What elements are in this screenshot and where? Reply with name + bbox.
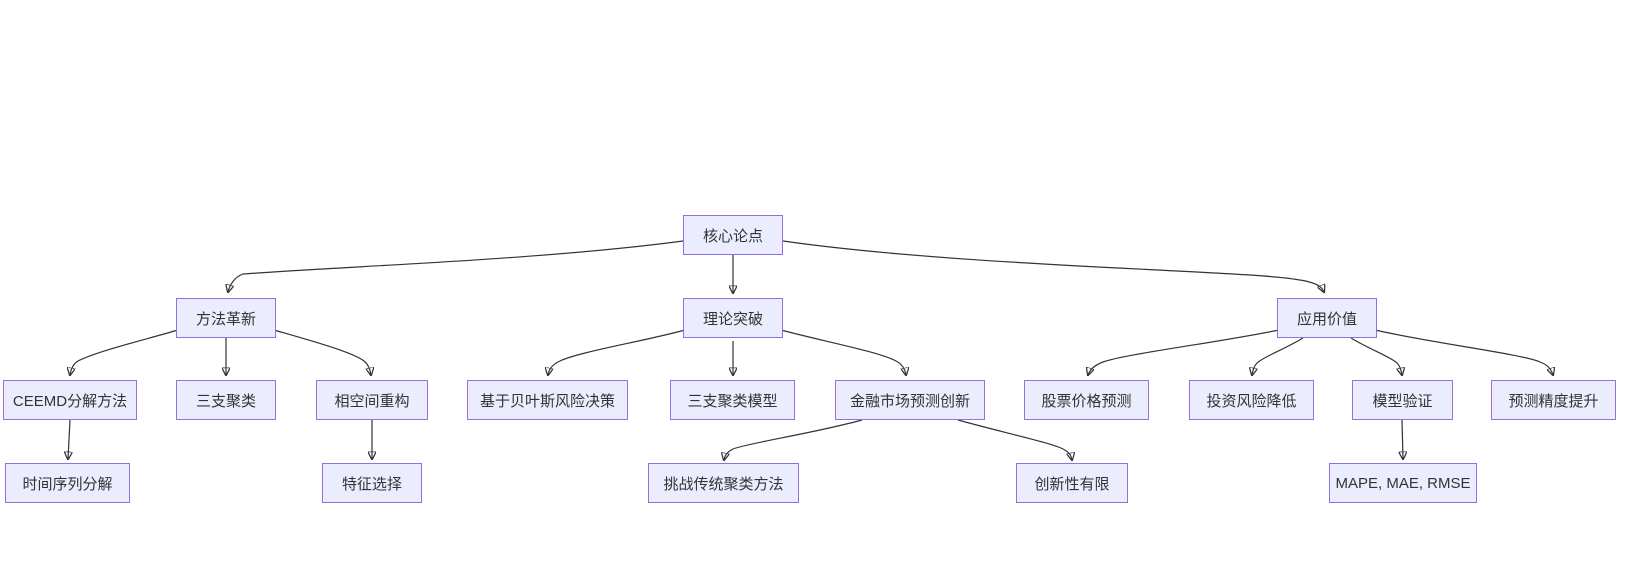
node-prediction-accuracy-improvement: 预测精度提升 bbox=[1491, 380, 1616, 420]
node-feature-selection: 特征选择 bbox=[322, 463, 422, 503]
edge-method-to-phasespace bbox=[273, 329, 371, 375]
node-evaluation-metrics: MAPE, MAE, RMSE bbox=[1329, 463, 1477, 503]
node-phase-space-reconstruction: 相空间重构 bbox=[316, 380, 428, 420]
edge-method-to-ceemd bbox=[70, 329, 179, 375]
edge-finance-to-challenge bbox=[724, 419, 863, 460]
edge-ceemd-to-timeseries bbox=[68, 419, 70, 459]
node-method-innovation: 方法革新 bbox=[176, 298, 276, 338]
edge-core-to-application bbox=[782, 240, 1324, 292]
edge-finance-to-novelty bbox=[957, 419, 1072, 460]
edge-core-to-method bbox=[228, 240, 684, 292]
node-stock-price-prediction: 股票价格预测 bbox=[1024, 380, 1149, 420]
node-application-value: 应用价值 bbox=[1277, 298, 1377, 338]
edge-theory-to-bayes bbox=[548, 329, 686, 375]
edge-validation-to-metrics bbox=[1402, 419, 1403, 459]
node-theoretical-breakthrough: 理论突破 bbox=[683, 298, 783, 338]
node-core-thesis: 核心论点 bbox=[683, 215, 783, 255]
edge-application-to-stock bbox=[1088, 329, 1280, 375]
node-model-validation: 模型验证 bbox=[1352, 380, 1453, 420]
edge-theory-to-finance bbox=[780, 329, 906, 375]
node-financial-market-prediction-innovation: 金融市场预测创新 bbox=[835, 380, 985, 420]
node-investment-risk-reduction: 投资风险降低 bbox=[1189, 380, 1314, 420]
node-time-series-decomposition: 时间序列分解 bbox=[5, 463, 130, 503]
edge-application-to-validation bbox=[1350, 337, 1402, 375]
node-ceemd-decomposition: CEEMD分解方法 bbox=[3, 380, 137, 420]
node-challenge-traditional-clustering: 挑战传统聚类方法 bbox=[648, 463, 799, 503]
node-limited-novelty: 创新性有限 bbox=[1016, 463, 1128, 503]
node-three-way-clustering-model: 三支聚类模型 bbox=[670, 380, 795, 420]
node-three-way-clustering: 三支聚类 bbox=[176, 380, 276, 420]
edge-application-to-accuracy bbox=[1374, 329, 1553, 375]
node-bayesian-risk-decision: 基于贝叶斯风险决策 bbox=[467, 380, 628, 420]
edge-application-to-risk bbox=[1252, 337, 1304, 375]
